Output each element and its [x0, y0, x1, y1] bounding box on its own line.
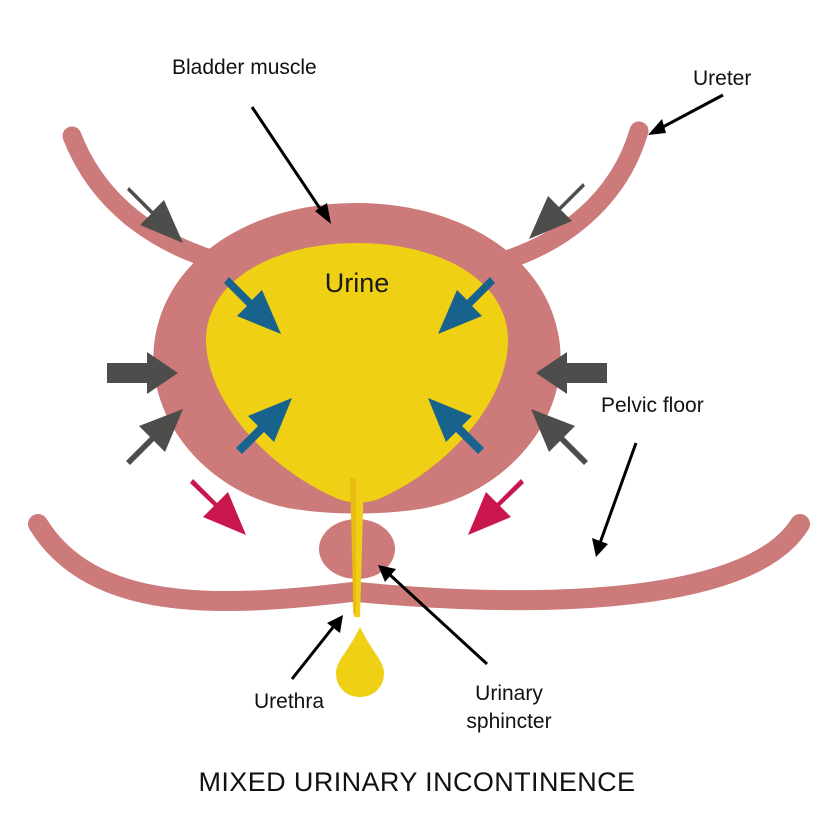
gray-arrow-lower-right — [531, 409, 588, 465]
leader-urinary-sphincter — [378, 565, 489, 666]
left-pelvic-floor — [28, 514, 362, 611]
magenta-arrow-right — [468, 479, 524, 535]
gray-arrow-lower-left — [126, 409, 183, 465]
leader-urethra — [290, 615, 343, 680]
urine-label: Urine — [325, 268, 390, 298]
blue-arrow-upper-left — [224, 277, 281, 334]
right-pelvic-floor — [348, 514, 810, 611]
label-urinary-sphincter-line2: sphincter — [466, 710, 551, 733]
left-ureter — [62, 126, 246, 276]
blue-arrow-lower-left — [236, 398, 292, 454]
gray-arrow-mid-left — [107, 352, 178, 394]
label-ureter: Ureter — [693, 67, 751, 90]
diagram-title: MIXED URINARY INCONTINENCE — [199, 767, 636, 797]
label-urethra: Urethra — [254, 690, 324, 713]
gray-arrow-top-left — [127, 187, 183, 243]
gray-arrow-mid-right — [536, 352, 607, 394]
urine-fill: Urine — [205, 243, 509, 503]
urethra-tube-overlay — [350, 478, 364, 617]
leader-bladder-muscle — [250, 106, 331, 224]
gray-arrow-top-right — [529, 183, 585, 239]
blue-arrow-upper-right — [438, 277, 495, 334]
blue-arrow-lower-right — [428, 398, 484, 454]
label-pelvic-floor: Pelvic floor — [601, 394, 704, 417]
label-urinary-sphincter-line1: Urinary — [475, 682, 543, 705]
right-ureter — [476, 121, 649, 276]
label-bladder-muscle: Bladder muscle — [172, 56, 317, 79]
magenta-arrow-left — [190, 479, 246, 535]
urine-drop — [336, 627, 384, 697]
leader-ureter — [648, 93, 724, 135]
leader-pelvic-floor — [592, 442, 638, 557]
